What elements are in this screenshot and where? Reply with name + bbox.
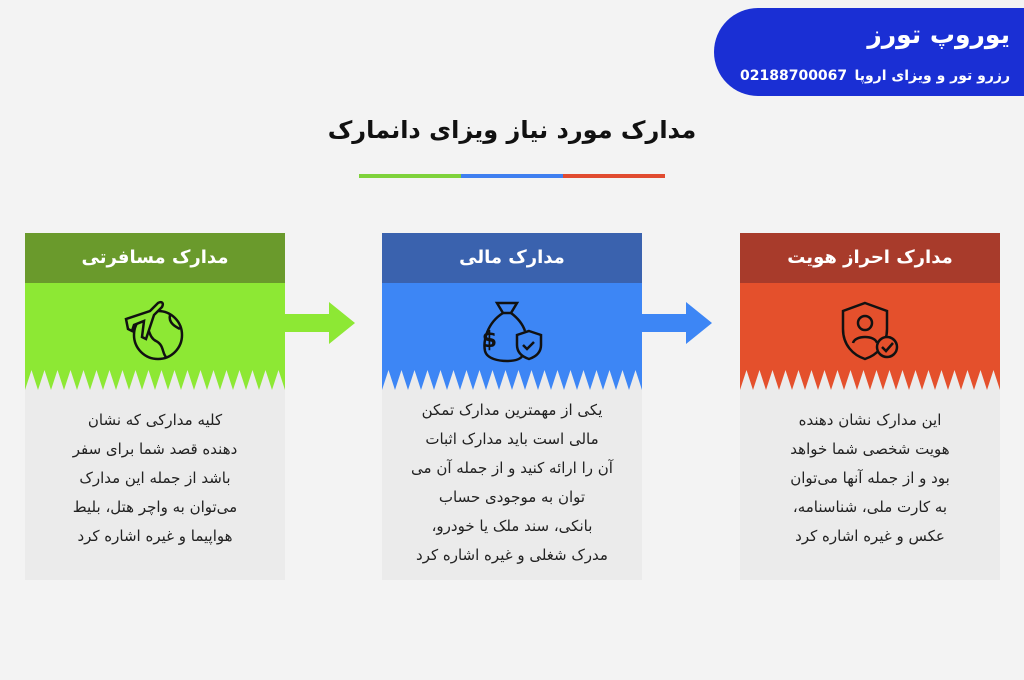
card-body: یکی از مهمترین مدارک تمکن مالی است باید …	[382, 390, 642, 570]
card-title: مدارک مالی	[382, 233, 642, 283]
card-line: باشد از جمله این مدارک	[79, 469, 231, 487]
card-body: کلیه مدارکی که نشان دهنده قصد شما برای س…	[25, 390, 285, 551]
card-icon-area: $	[382, 283, 642, 390]
card-financial-documents: مدارک مالی $ یکی از مهمترین مدارک تمکن م…	[382, 233, 642, 580]
svg-text:$: $	[482, 328, 497, 353]
title-underline-green	[359, 174, 461, 178]
title-underline-blue	[461, 174, 563, 178]
identity-shield-check-icon	[841, 301, 899, 361]
card-identity-documents: مدارک احراز هویت این مدارک نشان دهنده هو…	[740, 233, 1000, 580]
title-underline-red	[563, 174, 665, 178]
card-travel-documents: مدارک مسافرتی کلیه مدارکی که نشان دهنده …	[25, 233, 285, 580]
card-line: توان به موجودی حساب	[438, 488, 586, 506]
zigzag-edge	[740, 370, 1000, 390]
brand-tagline: رزرو تور و ویزای اروپا	[854, 68, 1010, 84]
card-line: هواپیما و غیره اشاره کرد	[77, 527, 233, 545]
card-line: کلیه مدارکی که نشان	[87, 411, 223, 429]
card-icon-area	[25, 283, 285, 390]
zigzag-edge	[25, 370, 285, 390]
card-title: مدارک احراز هویت	[740, 233, 1000, 283]
page-title: مدارک مورد نیاز ویزای دانمارک	[327, 116, 697, 144]
arrow-right-icon	[642, 302, 712, 344]
zigzag-edge	[382, 370, 642, 390]
brand-banner: یوروپ تورز رزرو تور و ویزای اروپا 021887…	[714, 8, 1024, 96]
arrow-right-icon	[285, 302, 355, 344]
card-line: هویت شخصی شما خواهد	[790, 440, 950, 458]
airplane-globe-icon	[124, 300, 184, 361]
card-line: بانکی، سند ملک یا خودرو،	[431, 517, 593, 535]
card-line: آن را ارائه کنید و از جمله آن می	[411, 459, 613, 477]
card-body: این مدارک نشان دهنده هویت شخصی شما خواهد…	[740, 390, 1000, 551]
card-icon-area	[740, 283, 1000, 390]
card-line: به کارت ملی، شناسنامه،	[792, 498, 948, 516]
card-line: می‌توان به واچر هتل، بلیط	[72, 498, 238, 516]
brand-phone: 02188700067	[740, 68, 848, 84]
card-line: مالی است باید مدارک اثبات	[425, 430, 599, 448]
card-line: یکی از مهمترین مدارک تمکن	[421, 401, 603, 419]
card-line: دهنده قصد شما برای سفر	[72, 440, 238, 458]
card-line: بود و از جمله آنها می‌توان	[790, 469, 950, 487]
card-line: عکس و غیره اشاره کرد	[795, 527, 945, 545]
brand-name: یوروپ تورز	[867, 20, 1010, 49]
card-line: مدرک شغلی و غیره اشاره کرد	[416, 546, 608, 564]
card-line: این مدارک نشان دهنده	[798, 411, 942, 429]
card-title: مدارک مسافرتی	[25, 233, 285, 283]
money-bag-shield-icon: $	[482, 301, 543, 363]
